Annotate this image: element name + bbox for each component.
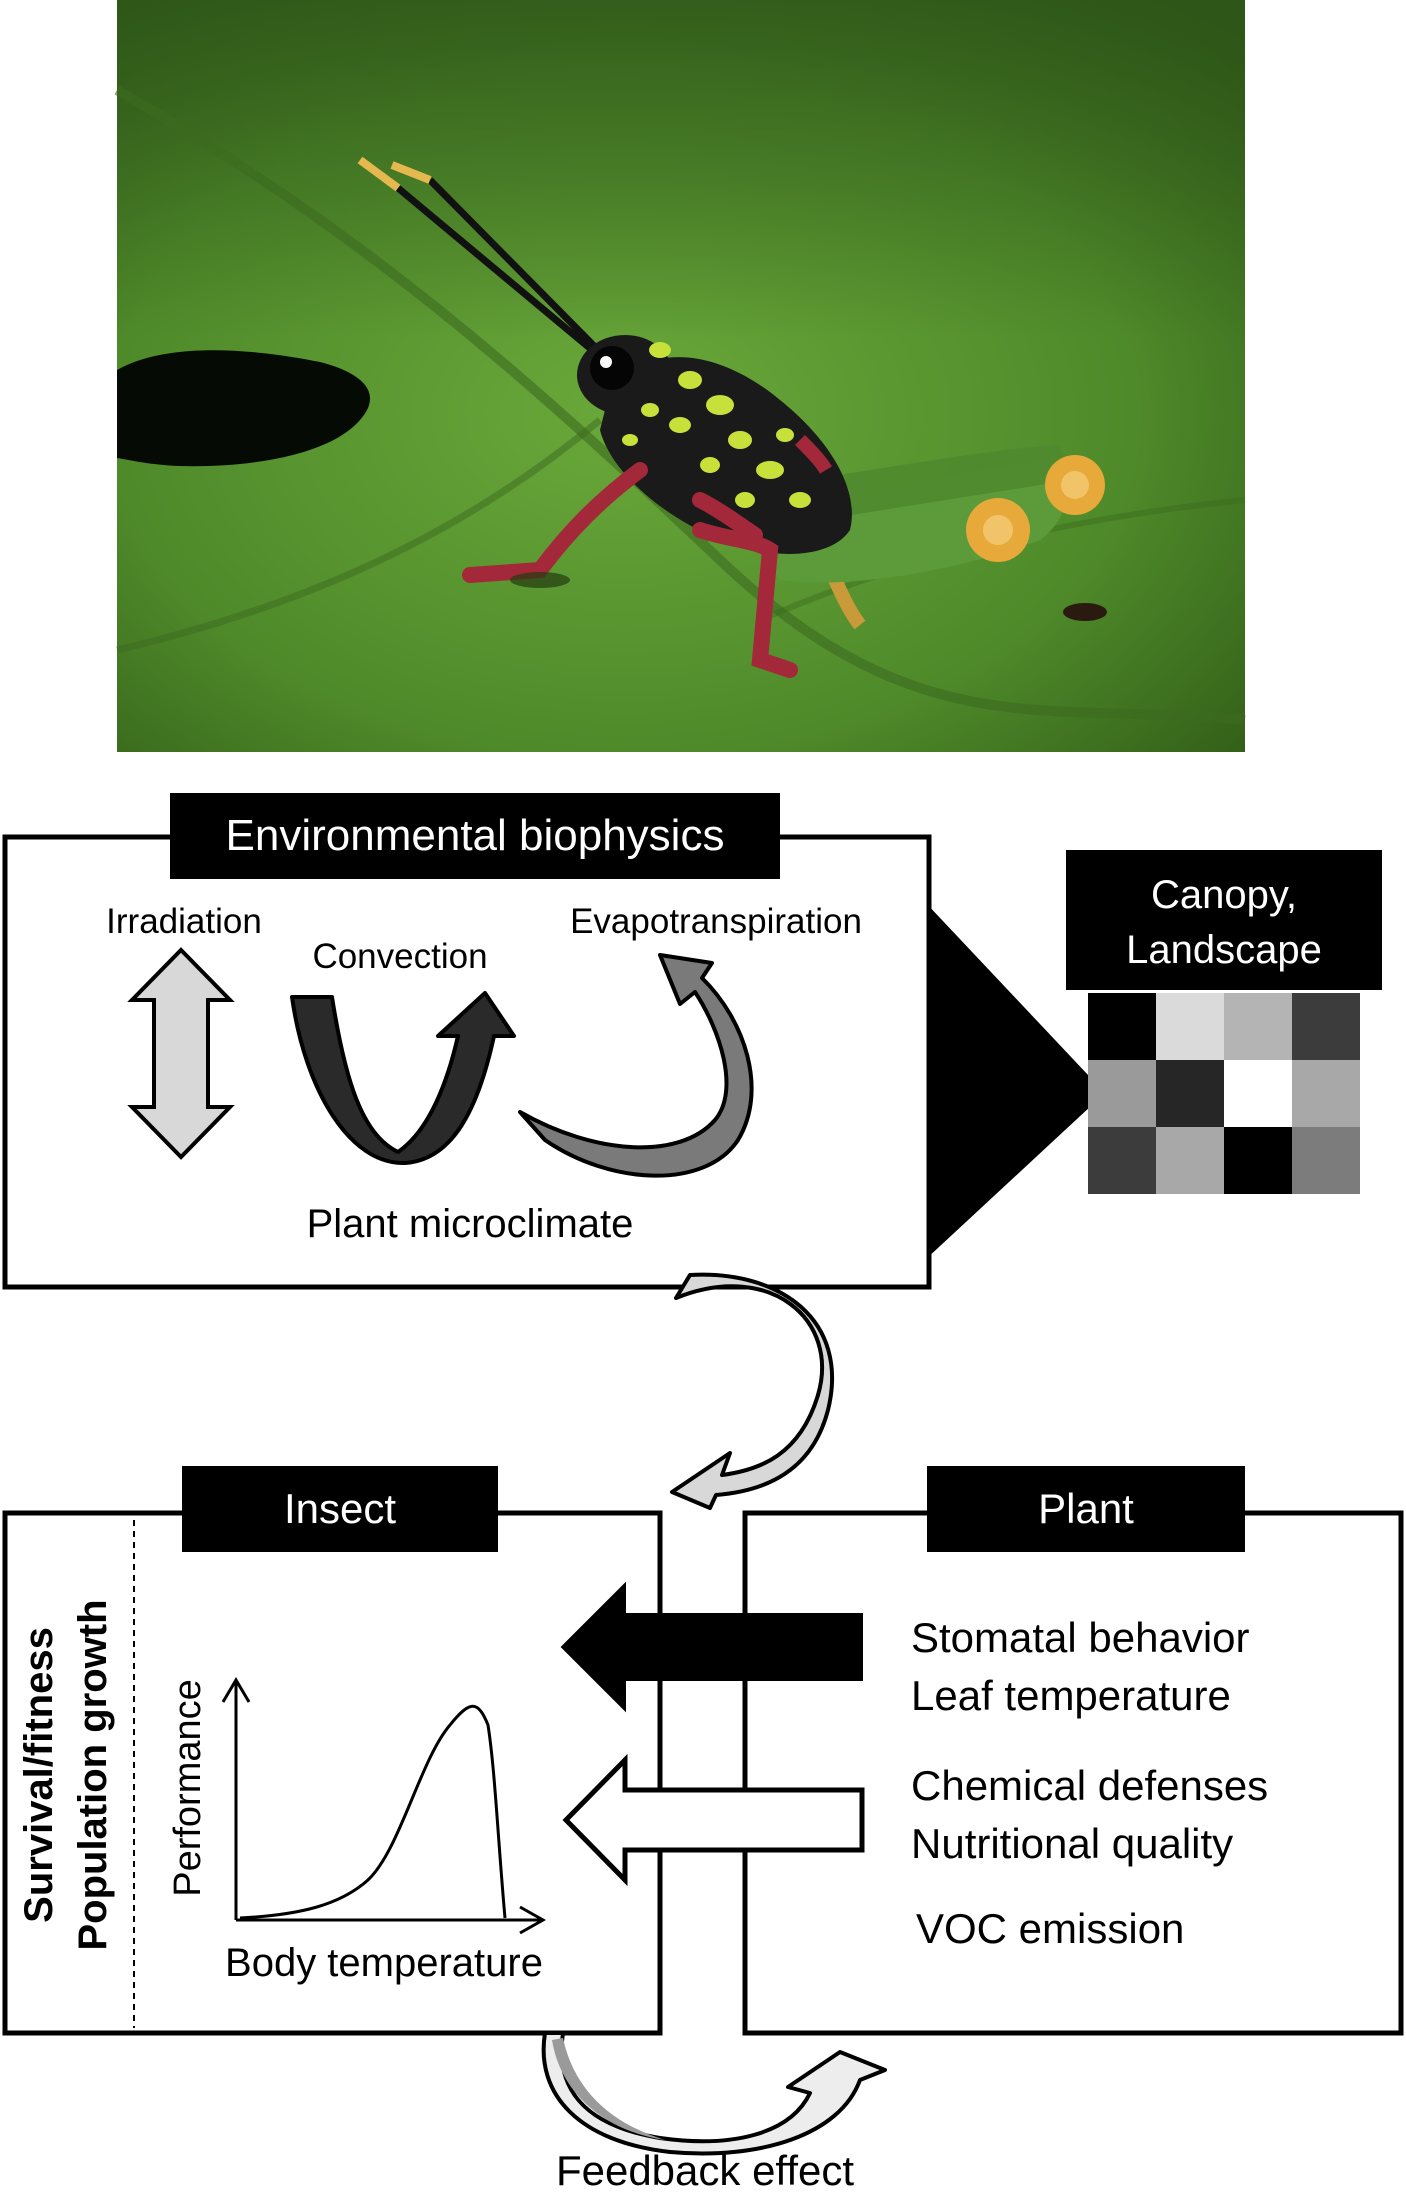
- irradiation-arrow-icon: [127, 947, 235, 1160]
- insect-panel: Insect Survival/fitness Population growt…: [2, 1466, 663, 2036]
- plant-item-chemical-defenses: Chemical defenses: [911, 1762, 1268, 1809]
- mosaic-cell: [1224, 1127, 1292, 1194]
- feedback-arrow-icon: [541, 2031, 887, 2156]
- microclimate-to-organisms-arrow-icon: [670, 1272, 835, 1510]
- canopy-panel: Canopy, Landscape: [1066, 850, 1382, 1194]
- mosaic-cell: [1088, 1127, 1156, 1194]
- performance-curve: [239, 1704, 507, 1920]
- plant-item-voc-emission: VOC emission: [916, 1905, 1184, 1952]
- landscape-mosaic: [1088, 993, 1360, 1194]
- insect-title: Insect: [284, 1485, 396, 1532]
- plant-to-insect-black-arrow-icon: [560, 1581, 863, 1713]
- canopy-title-line2: Landscape: [1126, 928, 1322, 972]
- insect-side-label-1: Survival/fitness: [17, 1627, 61, 1923]
- plant-title-bar: [927, 1466, 1245, 1552]
- plant-to-insect-white-arrow-icon: [562, 1753, 865, 1887]
- x-axis-arrowhead: [519, 1905, 547, 1935]
- irradiation-label: Irradiation: [106, 902, 262, 941]
- environment-title: Environmental biophysics: [226, 811, 725, 860]
- mosaic-cell: [1292, 993, 1360, 1060]
- environment-panel: Environmental biophysics Irradiation Con…: [2, 793, 1105, 1290]
- evapotranspiration-label: Evapotranspiration: [570, 902, 862, 941]
- convection-label: Convection: [312, 937, 487, 976]
- y-axis-label: Performance: [167, 1679, 209, 1897]
- insect-side-label-2: Population growth: [71, 1599, 115, 1950]
- mosaic-cell: [1156, 993, 1224, 1060]
- plant-item-nutritional-quality: Nutritional quality: [911, 1820, 1233, 1867]
- mosaic-cell: [1088, 993, 1156, 1060]
- zoom-triangle: [925, 902, 1105, 1260]
- plant-panel: Plant Stomatal behavior Leaf temperature…: [742, 1466, 1404, 2036]
- mosaic-cell: [1088, 1060, 1156, 1127]
- mosaic-cell: [1292, 1127, 1360, 1194]
- canopy-title-line1: Canopy,: [1151, 873, 1297, 917]
- microclimate-label: Plant microclimate: [307, 1202, 634, 1246]
- mosaic-cell: [1156, 1127, 1224, 1194]
- mosaic-cell: [1224, 1060, 1292, 1127]
- insect-title-bar: [182, 1466, 498, 1552]
- x-axis-label: Body temperature: [225, 1941, 543, 1985]
- canopy-title-bar: [1066, 850, 1382, 990]
- environment-title-bar: [170, 793, 780, 879]
- plant-item-stomatal: Stomatal behavior: [911, 1614, 1250, 1661]
- mosaic-cell: [1156, 1060, 1224, 1127]
- thermal-performance-curve: [221, 1677, 547, 1935]
- grasshopper-photo: [114, 0, 1246, 752]
- mosaic-cell: [1292, 1060, 1360, 1127]
- y-axis-arrowhead: [221, 1677, 251, 1703]
- convection-arrow-icon: [290, 991, 516, 1166]
- evapotranspiration-arrow-icon: [518, 953, 754, 1178]
- feedback-label: Feedback effect: [556, 2147, 854, 2194]
- plant-item-leaf-temperature: Leaf temperature: [911, 1672, 1231, 1719]
- plant-title: Plant: [1038, 1485, 1134, 1532]
- mosaic-cell: [1224, 993, 1292, 1060]
